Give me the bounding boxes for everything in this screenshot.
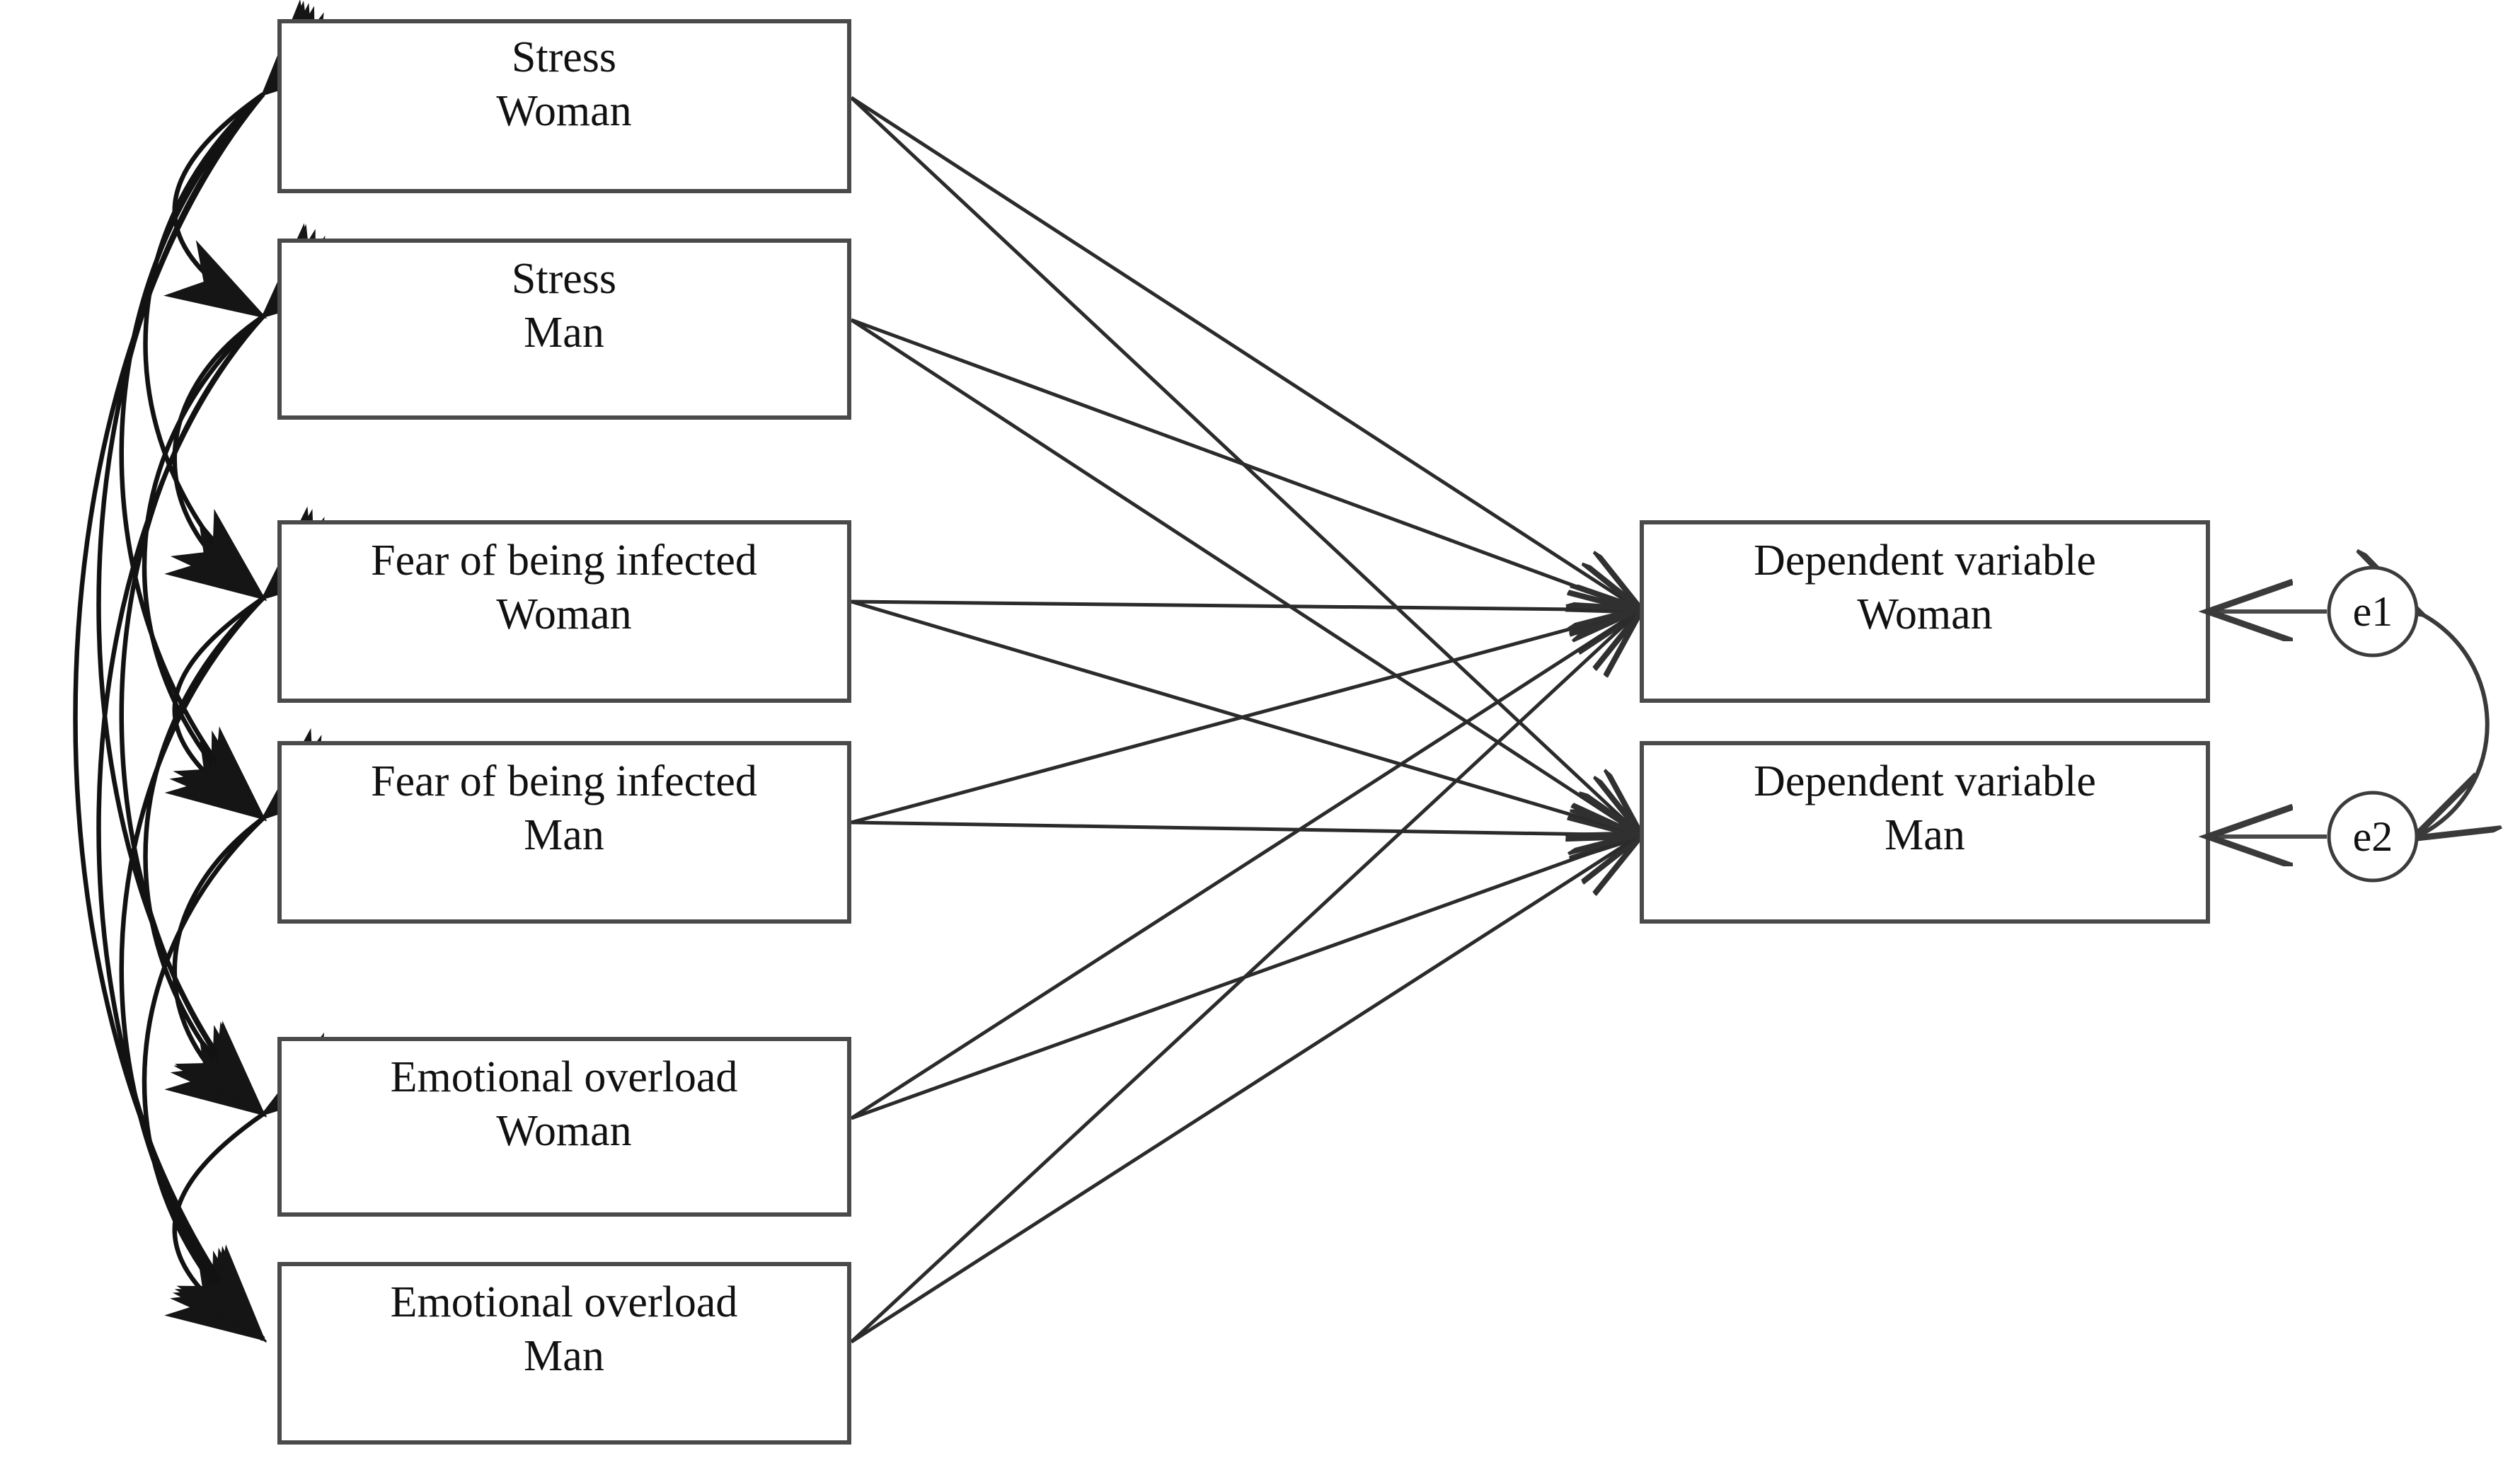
node-label-line1: Stress — [512, 255, 616, 303]
node-label-line2: Man — [524, 1332, 604, 1380]
node-overload-woman[interactable]: Emotional overload Woman — [277, 1037, 851, 1217]
regression-path — [850, 318, 1640, 835]
covariance-curve — [164, 517, 362, 821]
regression-path — [851, 610, 1640, 825]
node-overload-man[interactable]: Emotional overload Man — [277, 1262, 851, 1445]
node-label-line2: Woman — [1857, 590, 1992, 638]
node-label-line1: Dependent variable — [1754, 757, 2096, 805]
regression-path — [851, 599, 1640, 835]
node-e2[interactable]: e2 — [2327, 791, 2419, 883]
covariance-curve — [119, 506, 354, 1343]
regression-path — [851, 318, 1640, 610]
node-label-line1: Emotional overload — [391, 1053, 738, 1101]
node-stress-woman[interactable]: Stress Woman — [277, 19, 851, 193]
node-e1[interactable]: e1 — [2327, 566, 2419, 658]
node-label-line1: Fear of being infected — [371, 536, 757, 585]
error-label-e1: e1 — [2353, 588, 2393, 635]
error-label-e2: e2 — [2353, 813, 2393, 860]
covariance-curve — [119, 224, 353, 1118]
node-label-line1: Stress — [512, 33, 616, 81]
regression-path-group — [850, 96, 1640, 1344]
node-label-line2: Man — [524, 811, 604, 859]
node-label-line2: Man — [524, 309, 604, 357]
node-label-line1: Fear of being infected — [371, 757, 757, 805]
node-label-line2: Woman — [496, 1107, 631, 1155]
covariance-curve-group — [73, 0, 362, 1343]
node-label-line1: Emotional overload — [391, 1278, 738, 1326]
node-label-line1: Dependent variable — [1754, 536, 2096, 585]
outcome-node-group: Dependent variable Woman Dependent varia… — [1640, 520, 2210, 924]
node-fear-man[interactable]: Fear of being infected Man — [277, 741, 851, 924]
covariance-curve — [73, 0, 350, 1343]
error-term-group: e1 e2 — [2212, 566, 2487, 883]
node-dv-woman[interactable]: Dependent variable Woman — [1640, 520, 2210, 703]
node-stress-man[interactable]: Stress Man — [277, 239, 851, 420]
error-covariance-curve — [2417, 612, 2487, 837]
regression-path — [850, 96, 1640, 610]
node-fear-woman[interactable]: Fear of being infected Woman — [277, 520, 851, 703]
node-label-line2: Woman — [496, 87, 631, 135]
node-label-line2: Woman — [496, 590, 631, 638]
node-label-line2: Man — [1885, 811, 1965, 859]
regression-path — [850, 835, 1640, 1344]
node-dv-man[interactable]: Dependent variable Man — [1640, 741, 2210, 924]
predictor-node-group: Stress Woman Stress Man Fear of being in… — [277, 19, 851, 1445]
regression-path — [851, 602, 1640, 610]
regression-path — [850, 610, 1640, 1343]
regression-path — [851, 822, 1640, 835]
regression-path — [850, 610, 1640, 1120]
